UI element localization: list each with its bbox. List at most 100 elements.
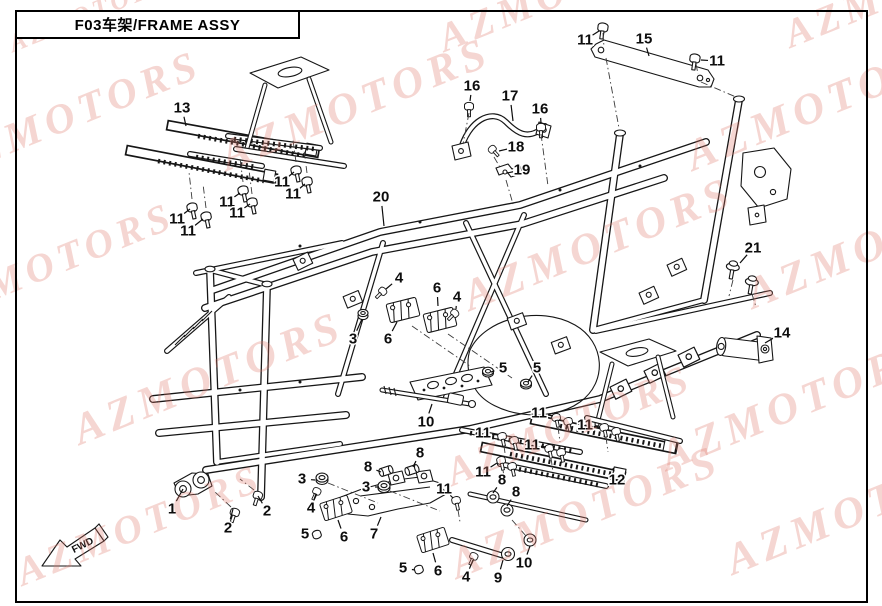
callout-number-6: 6: [340, 529, 348, 546]
callout-leader: [229, 508, 234, 520]
bushing-half: [310, 528, 323, 541]
top-crossbar: [590, 21, 737, 129]
callout-number-5: 5: [399, 560, 407, 577]
callout-leader: [428, 403, 433, 414]
callout-leader: [376, 516, 382, 526]
callout-leader: [490, 370, 495, 373]
right-parts-group: [716, 259, 774, 364]
callout-number-8: 8: [512, 484, 520, 501]
callout-number-21: 21: [745, 240, 762, 257]
callout-leader: [491, 433, 499, 436]
callout-leader: [244, 203, 251, 209]
callout-leader: [356, 318, 363, 332]
callout-leader: [288, 171, 295, 177]
callout-number-5: 5: [499, 360, 507, 377]
callout-number-11: 11: [180, 223, 196, 240]
engine-mounts-group: [357, 285, 533, 390]
callout-number-15: 15: [636, 31, 653, 48]
callout-number-19: 19: [514, 162, 531, 179]
callout-number-8: 8: [498, 472, 506, 489]
callout-leader: [492, 487, 498, 494]
callout-leader: [436, 296, 439, 307]
callout-leader: [175, 488, 184, 502]
callout-leader: [510, 104, 514, 122]
bolt: [486, 143, 502, 159]
callout-number-10: 10: [418, 414, 435, 431]
swing-arm-group: [308, 385, 589, 576]
callout-leader: [337, 519, 342, 529]
callout-number-4: 4: [453, 289, 462, 306]
callout-leader: [299, 183, 306, 189]
callout-number-4: 4: [395, 270, 404, 287]
rubber-grommet: [315, 472, 329, 486]
callout-leader: [234, 192, 241, 198]
callout-leader: [432, 552, 437, 563]
callout-number-7: 7: [370, 526, 378, 543]
front-rack-assembly: [124, 56, 347, 230]
callout-number-9: 9: [494, 570, 502, 587]
callout-leader: [547, 414, 554, 417]
bolt: [249, 489, 264, 508]
callout-leader: [385, 283, 393, 290]
engine-mount: [385, 296, 421, 324]
main-frame: [149, 95, 792, 501]
callout-number-8: 8: [416, 445, 424, 462]
callout-number-2: 2: [263, 503, 271, 520]
callout-leader: [527, 375, 533, 383]
callout-number-13: 13: [174, 100, 191, 117]
front-bracket-group: [173, 471, 264, 525]
bolt: [372, 285, 389, 302]
callout-number-6: 6: [433, 280, 441, 297]
callout-number-11: 11: [436, 481, 452, 498]
callout-leader: [498, 148, 508, 152]
engine-mount: [416, 526, 450, 554]
callout-leader: [449, 494, 454, 499]
callout-number-11: 11: [475, 425, 491, 442]
bolt: [465, 550, 480, 567]
callout-leader: [376, 469, 382, 473]
engine-mount: [319, 494, 353, 522]
callout-number-11: 11: [285, 186, 301, 203]
callout-number-20: 20: [373, 189, 390, 206]
callout-number-11: 11: [577, 32, 593, 49]
callout-number-3: 3: [349, 331, 357, 348]
callout-number-3: 3: [362, 479, 370, 496]
callout-leader: [391, 321, 398, 332]
callout-leader: [645, 47, 650, 57]
callout-number-11: 11: [709, 53, 725, 70]
callout-number-11: 11: [169, 211, 185, 228]
callout-leader: [499, 559, 504, 570]
callout-leader: [506, 171, 514, 174]
fwd-marker: FWD: [41, 523, 109, 567]
callout-number-11: 11: [219, 194, 235, 211]
flange-bolt: [723, 259, 741, 281]
callout-leader: [412, 460, 417, 468]
callout-leader: [183, 116, 187, 127]
callout-number-5: 5: [533, 360, 541, 377]
callout-leader: [540, 445, 547, 448]
callout-leader: [593, 425, 601, 428]
callout-number-5: 5: [301, 526, 309, 543]
callout-number-11: 11: [229, 205, 245, 222]
callout-leader: [490, 462, 498, 468]
frame-bracket-tab: [550, 335, 572, 355]
callout-leader: [381, 205, 385, 227]
callout-number-11: 11: [475, 464, 491, 481]
callout-leader: [194, 218, 204, 226]
callout-number-11: 11: [524, 437, 540, 454]
upper-strap-group: [451, 101, 552, 205]
callout-leader: [257, 495, 263, 504]
callout-number-4: 4: [307, 500, 316, 517]
frame-bracket-tab: [637, 285, 660, 306]
callout-number-1: 1: [168, 501, 176, 518]
callout-leader: [469, 94, 472, 102]
callout-leader: [313, 493, 317, 500]
callout-number-11: 11: [531, 405, 547, 422]
callout-leader: [468, 559, 474, 569]
callout-number-11: 11: [577, 417, 593, 434]
callout-leader: [612, 467, 615, 472]
callout-number-14: 14: [774, 325, 791, 342]
